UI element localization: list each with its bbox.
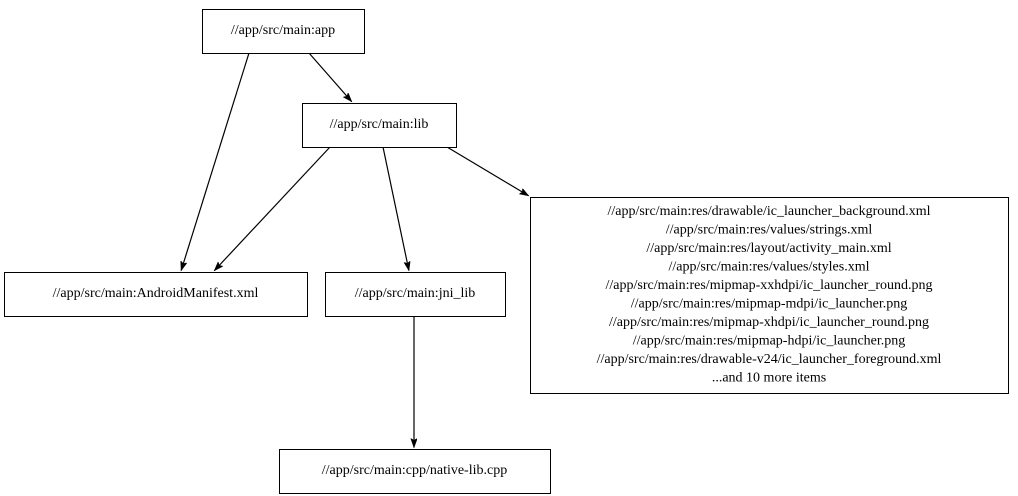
node-resources-group-label-3: //app/src/main:res/values/styles.xml bbox=[668, 259, 869, 274]
nodes-layer: //app/src/main:app //app/src/main:lib //ap… bbox=[4, 9, 1009, 494]
node-jni-lib-label-0: //app/src/main:jni_lib bbox=[355, 286, 476, 301]
node-resources-group-label-6: //app/src/main:res/mipmap-xhdpi/ic_launc… bbox=[609, 315, 929, 330]
node-android-manifest-label-0: //app/src/main:AndroidManifest.xml bbox=[53, 286, 259, 301]
node-native-lib-cpp-box bbox=[279, 449, 551, 494]
edge-app-to-manifest-line bbox=[181, 52, 250, 271]
edge-lib-to-jni-lib-line bbox=[382, 146, 409, 271]
node-jni-lib[interactable]: //app/src/main:jni_lib bbox=[325, 272, 506, 317]
edge-lib-to-manifest-line bbox=[214, 146, 331, 271]
edge-lib-to-manifest bbox=[214, 146, 331, 271]
node-native-lib-cpp[interactable]: //app/src/main:cpp/native-lib.cpp bbox=[279, 449, 551, 494]
edge-lib-to-resources-line bbox=[446, 146, 529, 197]
edge-app-to-manifest bbox=[181, 52, 250, 271]
node-resources-group-label-8: //app/src/main:res/drawable-v24/ic_launc… bbox=[597, 352, 942, 367]
node-lib-label-0: //app/src/main:lib bbox=[330, 117, 429, 132]
node-lib[interactable]: //app/src/main:lib bbox=[302, 103, 457, 148]
node-resources-group-label-4: //app/src/main:res/mipmap-xxhdpi/ic_laun… bbox=[606, 278, 933, 293]
edge-lib-to-jni-lib bbox=[382, 146, 409, 271]
node-resources-group-label-0: //app/src/main:res/drawable/ic_launcher_… bbox=[607, 204, 930, 219]
node-android-manifest-box bbox=[4, 272, 308, 317]
edge-app-to-lib-line bbox=[308, 52, 352, 102]
node-app-box bbox=[202, 9, 365, 54]
node-resources-group-label-7: //app/src/main:res/mipmap-hdpi/ic_launch… bbox=[633, 333, 906, 348]
edge-lib-to-resources bbox=[446, 146, 529, 197]
edge-app-to-lib bbox=[308, 52, 352, 102]
node-resources-group-label-1: //app/src/main:res/values/strings.xml bbox=[666, 222, 873, 237]
node-lib-box bbox=[302, 103, 457, 148]
node-jni-lib-box bbox=[325, 272, 506, 317]
node-native-lib-cpp-label-0: //app/src/main:cpp/native-lib.cpp bbox=[322, 463, 507, 478]
node-android-manifest[interactable]: //app/src/main:AndroidManifest.xml bbox=[4, 272, 308, 317]
node-resources-group-box bbox=[530, 197, 1009, 394]
node-resources-group-label-5: //app/src/main:res/mipmap-mdpi/ic_launch… bbox=[631, 296, 907, 311]
node-resources-group-label-2: //app/src/main:res/layout/activity_main.… bbox=[646, 241, 891, 256]
node-app-label-0: //app/src/main:app bbox=[231, 23, 335, 38]
node-resources-group-label-9: ...and 10 more items bbox=[712, 370, 826, 385]
node-resources-group[interactable]: //app/src/main:res/drawable/ic_launcher_… bbox=[530, 197, 1009, 394]
node-app[interactable]: //app/src/main:app bbox=[202, 9, 365, 54]
edges-layer bbox=[181, 52, 529, 448]
